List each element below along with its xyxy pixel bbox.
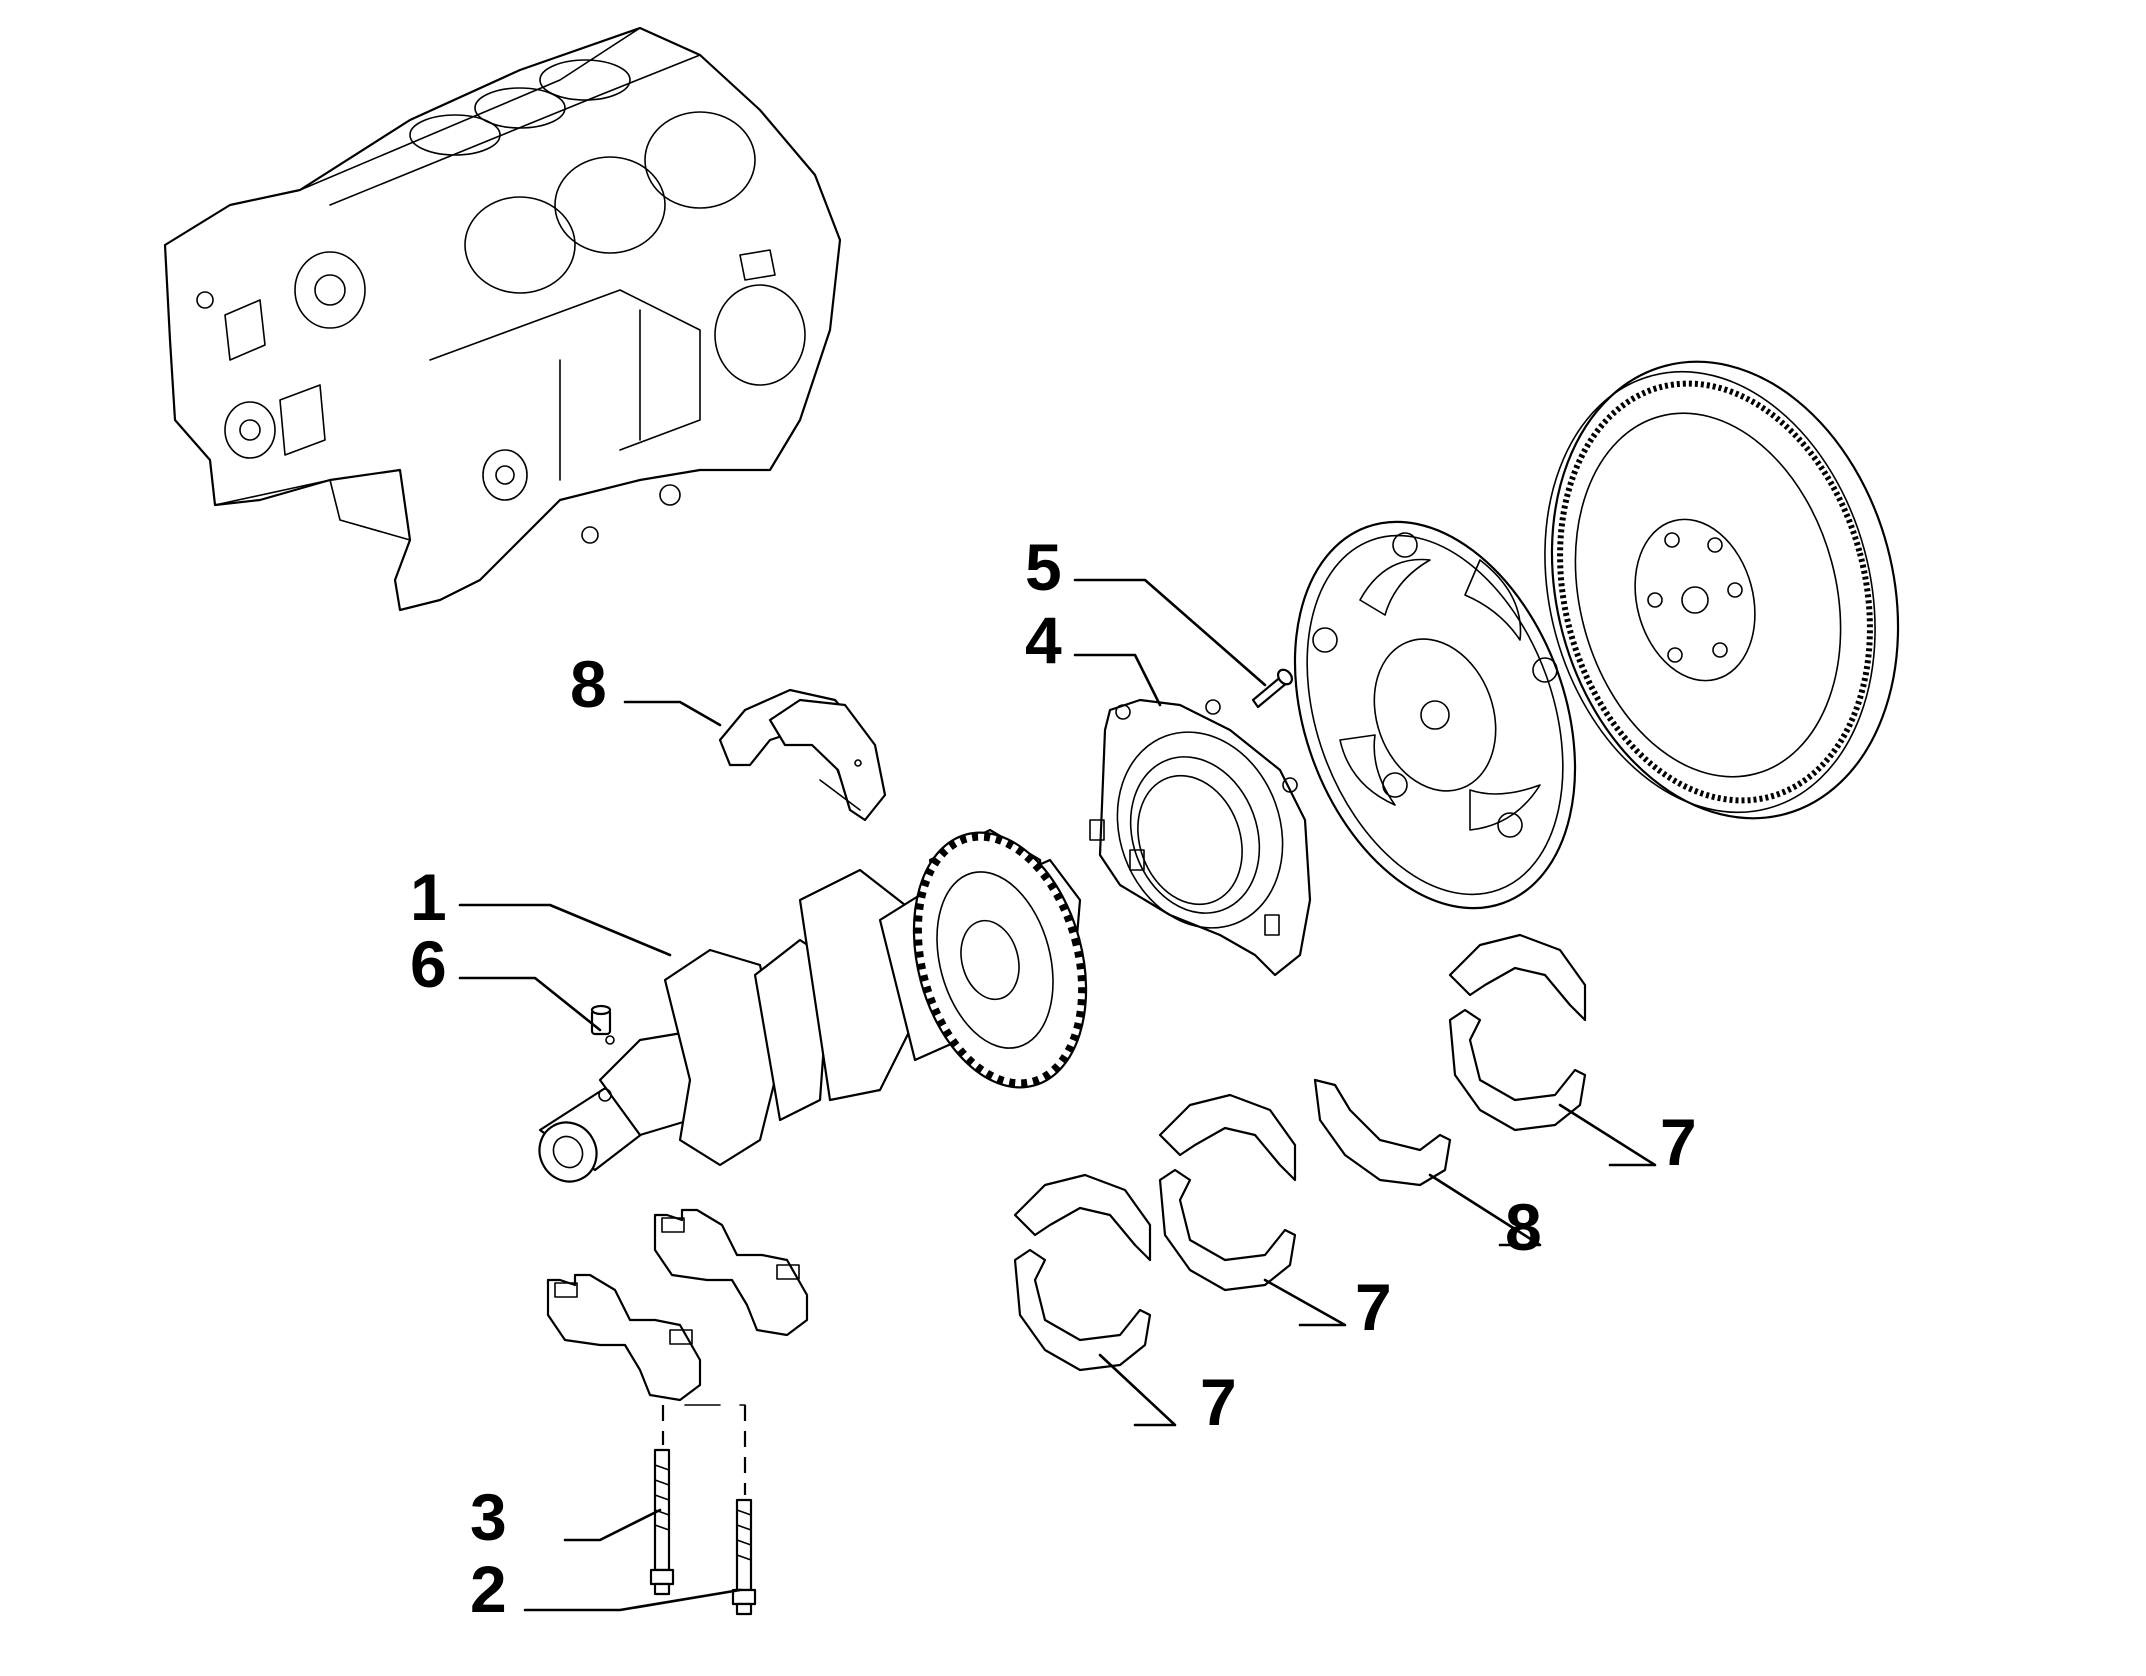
bolt-short xyxy=(731,1498,757,1616)
leader-7-b xyxy=(1263,1278,1347,1327)
seal-cover xyxy=(1089,698,1312,977)
bolt-long xyxy=(649,1448,675,1596)
callout-8-thrust-bearing-top: 8 xyxy=(570,647,607,721)
engine-block xyxy=(163,26,842,612)
callout-5-screw: 5 xyxy=(1025,530,1062,604)
leader-1 xyxy=(458,903,672,957)
callout-3-bolt: 3 xyxy=(470,1480,507,1554)
bearing-shell-pair-b xyxy=(1158,1093,1297,1292)
callout-1-crankshaft: 1 xyxy=(410,860,447,934)
bearing-shell-pair-c xyxy=(1313,1078,1452,1187)
bearing-shell-pair-a xyxy=(1013,1173,1152,1372)
main-bearing-caps xyxy=(546,1208,809,1495)
leader-8-right xyxy=(1428,1173,1542,1247)
callout-6-pin: 6 xyxy=(410,927,447,1001)
callout-8-thrust-bearing-right: 8 xyxy=(1505,1190,1542,1264)
leader-7-a xyxy=(1098,1353,1177,1427)
bearing-shell-pair-d xyxy=(1448,933,1587,1132)
leader-2 xyxy=(523,1588,742,1612)
leader-8-top xyxy=(623,700,722,727)
screw xyxy=(1251,668,1293,709)
leader-6 xyxy=(458,976,602,1032)
leader-lines xyxy=(458,578,1657,1612)
callout-7-bearing-d: 7 xyxy=(1660,1105,1697,1179)
callout-2-bolt: 2 xyxy=(470,1552,507,1626)
leader-7-d xyxy=(1558,1103,1657,1167)
flexplate xyxy=(1293,520,1577,910)
thrust-bearing-top xyxy=(718,688,887,822)
callout-labels: 8 1 6 5 4 3 2 7 7 8 7 7 xyxy=(410,530,1697,1626)
leader-5 xyxy=(1073,578,1267,687)
callout-4-seal-cover: 4 xyxy=(1025,603,1062,677)
flywheel xyxy=(1544,360,1900,820)
crankshaft xyxy=(538,828,1088,1183)
leader-4 xyxy=(1073,653,1162,707)
callout-7-bearing-b: 7 xyxy=(1355,1270,1392,1344)
callout-7-bearing-a: 7 xyxy=(1200,1365,1237,1439)
leader-3 xyxy=(563,1508,662,1542)
